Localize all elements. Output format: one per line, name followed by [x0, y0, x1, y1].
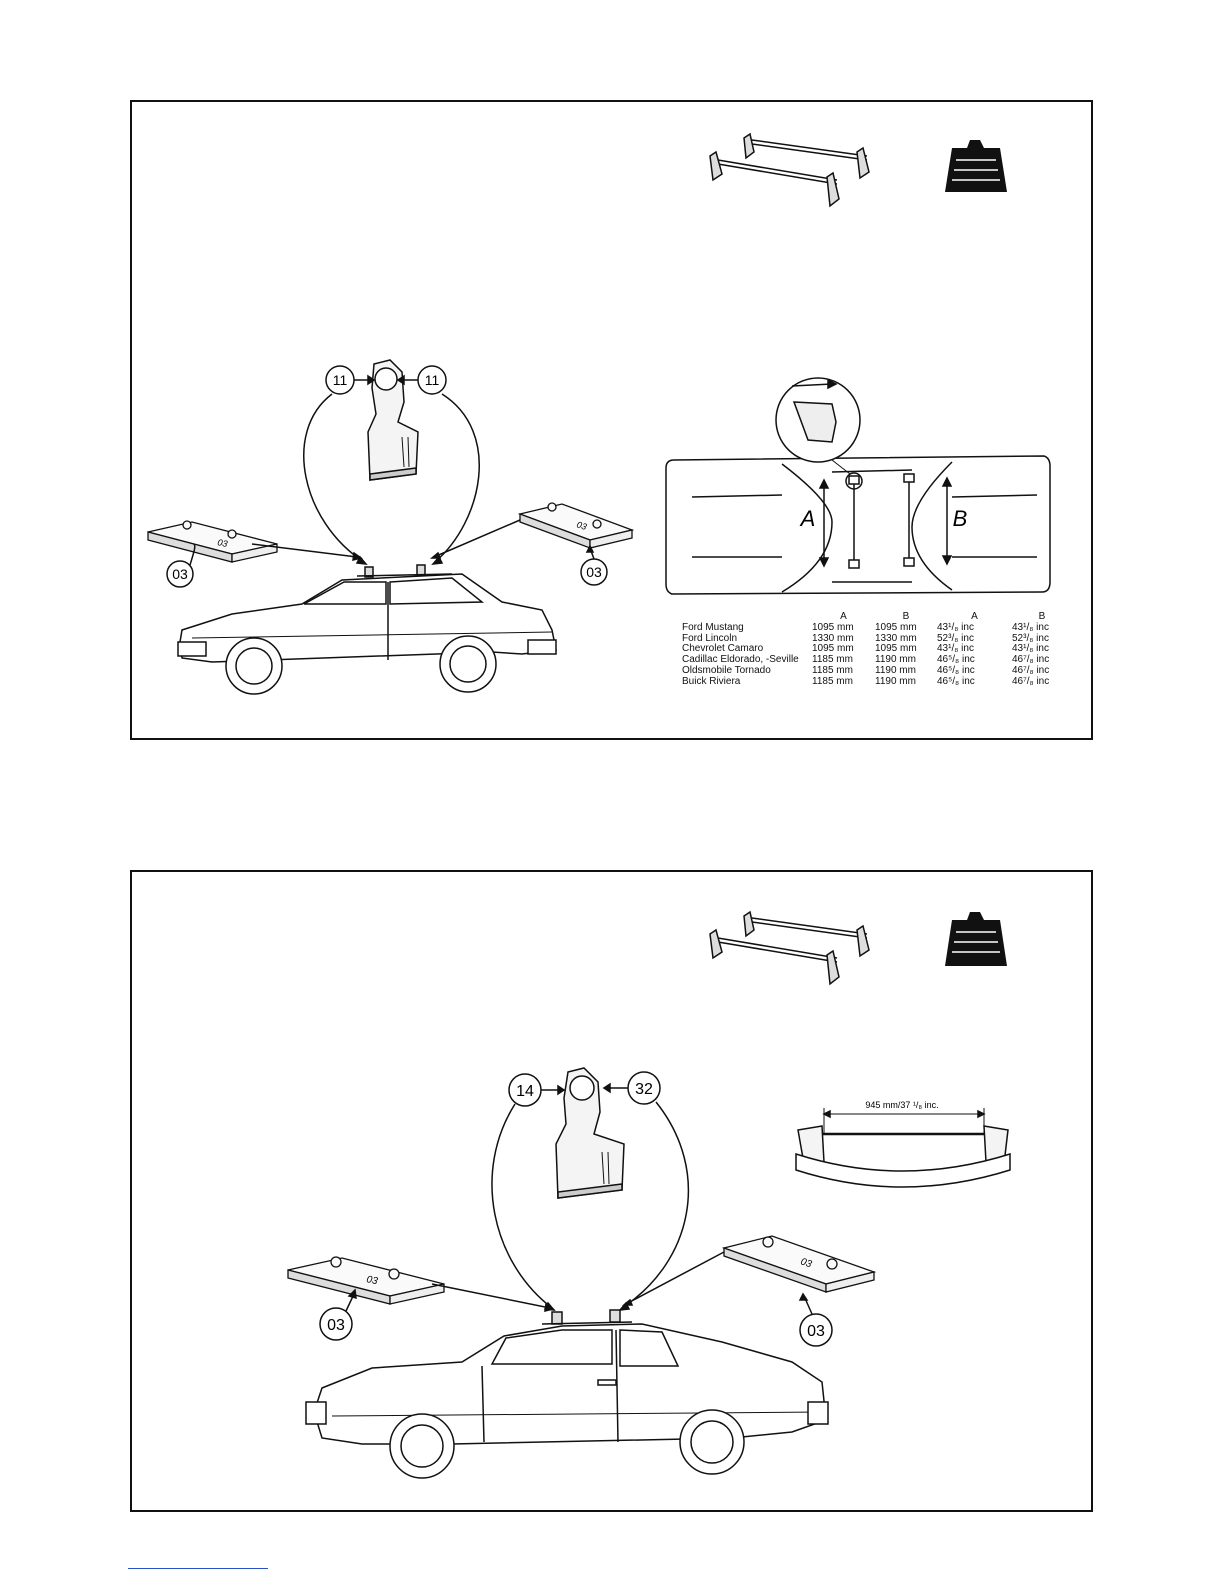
rubber-pad-icon-left [287, 1256, 445, 1305]
table-cell: 1330 mm [812, 632, 854, 644]
weight-icon [945, 912, 1007, 966]
plan-label-b: B [953, 506, 968, 531]
table-cell: 1190 mm [875, 675, 916, 687]
table-cell: 52³/₈ inc [1012, 632, 1049, 644]
callout-label-14: 14 [516, 1083, 534, 1100]
table-cell: 52³/₈ inc [937, 632, 974, 644]
table-cell: 1185 mm [812, 664, 853, 676]
callout-03-left [166, 543, 363, 588]
vehicle-measurements-table: A B A B Ford Mustang 1095 mm 1095 mm 43¹… [682, 611, 1072, 688]
table-row: Ford Mustang 1095 mm 1095 mm 43¹/₈ inc 4… [682, 621, 1072, 634]
table-cell: Buick Riviera [682, 675, 741, 687]
callout-label-pad-right: 03 [586, 564, 602, 580]
table-cell: 1095 mm [812, 621, 854, 633]
table-cell: 43¹/₈ inc [937, 621, 974, 633]
table-cell: 46⁵/₈ inc [937, 675, 975, 687]
callout-11-left [303, 365, 376, 565]
plan-label-a: A [799, 506, 816, 531]
table-header-cell: A [971, 611, 978, 622]
table-cell: 1095 mm [812, 643, 854, 655]
table-cell: 46⁷/₈ inc [1012, 664, 1050, 676]
table-cell: 43¹/₈ inc [1012, 643, 1049, 655]
table-row: Chevrolet Camaro 1095 mm 1095 mm 43¹/₈ i… [682, 644, 1072, 655]
foot-bracket-icon [367, 359, 419, 481]
callout-label-pad-left: 03 [327, 1317, 345, 1334]
panel-2-illustration: 14 32 03 03 [287, 910, 1011, 1479]
coupe-car-icon [305, 1309, 829, 1479]
callout-11-right [396, 365, 480, 565]
pad-text-right: 03 [799, 1256, 813, 1270]
table-cell: 1190 mm [875, 664, 916, 676]
callout-03-right [621, 1251, 833, 1347]
pad-text-right: 03 [575, 519, 588, 532]
table-header-cell: B [902, 611, 910, 622]
car-top-view-icon [665, 377, 1051, 595]
table-cell: 1095 mm [875, 643, 917, 655]
callout-14 [491, 1073, 566, 1311]
footer-link-underline[interactable] [128, 1568, 268, 1569]
table-header: A B A B [682, 611, 1072, 623]
table-cell: 46⁵/₈ inc [937, 654, 975, 666]
callout-label-right: 11 [425, 372, 440, 388]
table-cell: 1095 mm [875, 621, 917, 633]
callout-03-left [319, 1283, 555, 1341]
pad-text-left: 03 [365, 1274, 379, 1287]
roof-rack-icon [709, 910, 870, 986]
instruction-panel-1: 11 11 03 03 [130, 100, 1093, 740]
instruction-panel-2: 14 32 03 03 [130, 870, 1093, 1512]
table-header-cell: A [840, 611, 847, 622]
sedan-car-icon [177, 564, 557, 695]
table-row: Ford Lincoln 1330 mm 1330 mm 52³/₈ inc 5… [682, 632, 1072, 645]
pad-text-left: 03 [217, 537, 229, 549]
callout-label-pad-right: 03 [807, 1323, 825, 1340]
panel-1-illustration: 11 11 03 03 [147, 132, 1051, 695]
rubber-pad-icon-left [147, 520, 278, 563]
callout-label-pad-left: 03 [172, 566, 188, 582]
table-cell: Oldsmobile Tornado [682, 664, 771, 676]
callout-label-32: 32 [635, 1081, 653, 1098]
rubber-pad-icon-right [721, 1235, 877, 1293]
callout-03-right [429, 519, 608, 586]
roof-rack-icon [709, 132, 870, 208]
table-cell: 1330 mm [875, 632, 917, 644]
callout-label-left: 11 [333, 372, 348, 388]
table-cell: Ford Mustang [682, 621, 744, 633]
table-row: Buick Riviera 1185 mm 1190 mm 46⁵/₈ inc … [682, 675, 1072, 688]
bar-width-dimension: 945 mm/37 ¹/₈ inc. [865, 1100, 938, 1110]
table-cell: Cadillac Eldorado, -Seville [682, 654, 799, 666]
callout-32 [602, 1071, 690, 1311]
table-header-cell: B [1038, 611, 1046, 622]
table-row: Oldsmobile Tornado 1185 mm 1190 mm 46⁵/₈… [682, 664, 1072, 677]
rubber-pad-icon-right [517, 502, 635, 549]
table-cell: 43¹/₈ inc [1012, 621, 1049, 633]
table-cell: 46⁷/₈ inc [1012, 675, 1050, 687]
table-cell: Chevrolet Camaro [682, 643, 764, 655]
foot-bracket-icon [555, 1067, 625, 1199]
table-row: Cadillac Eldorado, -Seville 1185 mm 1190… [682, 654, 1072, 666]
table-cell: 1185 mm [812, 675, 853, 687]
table-cell: 1185 mm [812, 654, 853, 666]
bar-width-diagram-icon [795, 1108, 1011, 1188]
table-cell: 1190 mm [875, 654, 916, 666]
table-cell: 46⁵/₈ inc [937, 664, 975, 676]
table-cell: 46⁷/₈ inc [1012, 654, 1050, 666]
table-cell: 43¹/₈ inc [937, 643, 974, 655]
weight-icon [945, 140, 1007, 192]
table-cell: Ford Lincoln [682, 632, 738, 644]
